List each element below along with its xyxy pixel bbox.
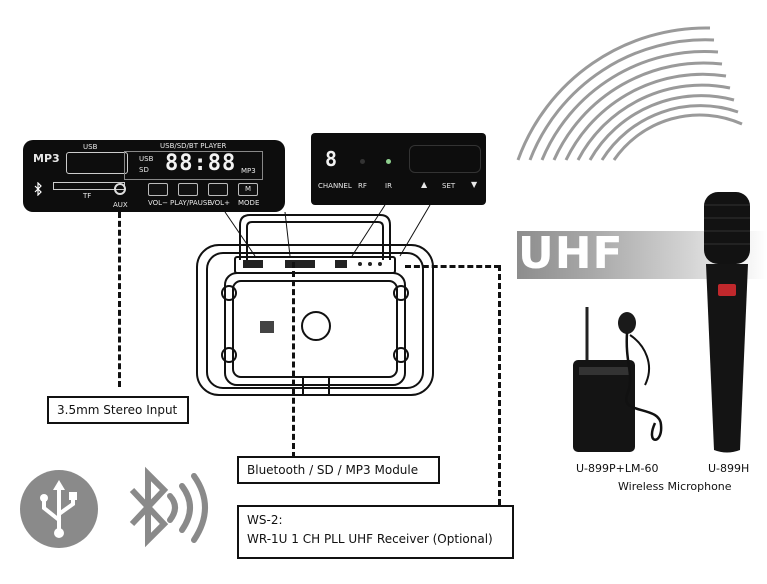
mic-caption: Wireless Microphone [618, 480, 732, 493]
handheld-microphone [704, 192, 750, 453]
channel-digit: 8 [325, 147, 338, 171]
aux-jack [114, 183, 126, 195]
dash-receiver-v [498, 265, 501, 505]
play-pause-button[interactable] [178, 183, 198, 196]
uhf-receiver-panel: 8 CHANNEL RF IR ▲ SET ▼ [311, 133, 486, 205]
ws2-line1: WS-2: [247, 513, 283, 527]
vol-minus-label: VOL− [148, 199, 168, 207]
usb-port [66, 152, 128, 174]
bodypack-model: U-899P+LM-60 [576, 462, 659, 475]
mode-button[interactable]: M [238, 183, 258, 196]
speaker-illustration [196, 214, 434, 396]
bluetooth-small-icon [33, 181, 43, 197]
source-usb-label: USB [139, 155, 154, 163]
prev-button[interactable] [148, 183, 168, 196]
next-button[interactable] [208, 183, 228, 196]
uhf-label: UHF [518, 228, 624, 279]
usb-icon [20, 470, 98, 548]
player-title: USB/SD/BT PLAYER [160, 142, 227, 150]
signal-arcs-graphic [516, 26, 743, 161]
mp3-player-panel: MP3 USB TF AUX USB/SD/BT PLAYER USB SD 8… [23, 140, 285, 212]
bt-module-text: Bluetooth / SD / MP3 Module [247, 463, 419, 477]
mode-button-glyph: M [245, 185, 252, 193]
rf-label: RF [358, 182, 367, 190]
mp3-label: MP3 [33, 152, 60, 165]
source-sd-label: SD [139, 166, 149, 174]
handheld-model: U-899H [708, 462, 750, 475]
dash-aux-to-stereo [118, 212, 121, 387]
segment-display: 88:88 [165, 151, 237, 176]
mp3-display-label: MP3 [241, 167, 256, 175]
usb-port-label: USB [83, 143, 98, 151]
mode-label: MODE [238, 199, 260, 207]
play-pause-label: PLAY/PAUSE [170, 199, 212, 207]
bluetooth-icon [129, 466, 169, 548]
up-arrow-icon: ▲ [421, 180, 428, 189]
stereo-input-text: 3.5mm Stereo Input [57, 403, 178, 417]
down-arrow-icon: ▼ [471, 180, 478, 189]
ir-led [386, 159, 391, 164]
rf-led [360, 159, 365, 164]
tf-label: TF [83, 192, 92, 200]
vol-plus-label: VOL+ [210, 199, 230, 207]
dash-module-to-bt [292, 262, 295, 458]
aux-label: AUX [113, 201, 128, 209]
dash-receiver-h [405, 265, 500, 268]
bodypack-transmitter [573, 307, 663, 452]
display-window [124, 151, 263, 180]
ir-label: IR [385, 182, 392, 190]
channel-label: CHANNEL [318, 182, 352, 190]
receiver-buttons[interactable] [409, 145, 481, 173]
ws2-line2: WR-1U 1 CH PLL UHF Receiver (Optional) [247, 532, 493, 546]
set-label: SET [442, 182, 456, 190]
speaker-grille-patch [260, 321, 274, 333]
wireless-waves-icon [167, 473, 208, 543]
stereo-input-callout: 3.5mm Stereo Input [47, 396, 189, 424]
bt-module-callout: Bluetooth / SD / MP3 Module [237, 456, 440, 484]
ws2-callout: WS-2: WR-1U 1 CH PLL UHF Receiver (Optio… [237, 505, 514, 559]
